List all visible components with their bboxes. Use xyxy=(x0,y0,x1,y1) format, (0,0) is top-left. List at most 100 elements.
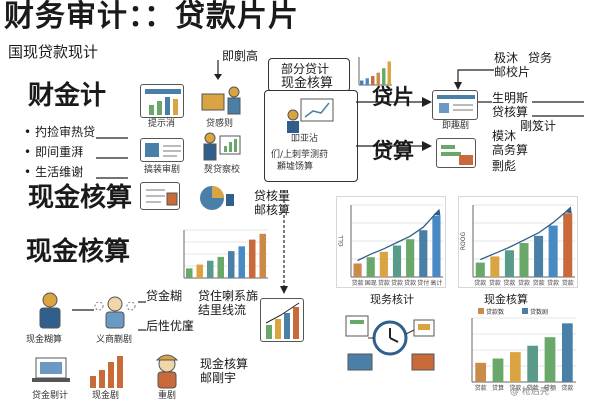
bar xyxy=(206,260,214,278)
bar xyxy=(365,78,369,85)
bar xyxy=(548,225,558,277)
pie-chart-icon xyxy=(198,182,238,214)
dashboard-card-1 xyxy=(432,90,478,120)
bar xyxy=(527,345,539,382)
bar xyxy=(490,256,500,277)
left-heading-1: 财金计 xyxy=(28,81,107,111)
bar xyxy=(382,68,386,85)
bar xyxy=(563,213,573,277)
people-label-1: 现金糊算 xyxy=(26,335,63,345)
center-box-bottom-1: 们/上刺荢测荮 xyxy=(271,150,329,160)
bullet-lines xyxy=(96,137,128,179)
card1-side-1: 生明斯 xyxy=(492,91,529,105)
bar xyxy=(366,257,375,277)
center-top-label: 即剫高 xyxy=(222,49,259,63)
chart-bottom-left-title: 现务核计 xyxy=(370,293,414,306)
left-mid-chart xyxy=(176,226,272,284)
bullet-1: 扚捡审热贷 xyxy=(24,125,95,139)
card1-side-3: 剛笈计 xyxy=(520,119,557,133)
right-top-label-3: 邮校片 xyxy=(494,65,531,79)
bar xyxy=(217,256,225,278)
bullet-3: 生活维谢 xyxy=(24,165,83,179)
center-arrows xyxy=(356,97,432,151)
bar xyxy=(492,358,504,382)
x-tick-label: 贷额 xyxy=(544,384,556,392)
bar xyxy=(379,251,388,277)
arrow-label-2: 贷算 xyxy=(372,139,414,163)
x-tick-label: 贷款 xyxy=(391,279,403,287)
bar xyxy=(387,61,391,85)
card1-side-2: 贷核算 xyxy=(492,105,529,119)
people-label-2: 义商蒯剧 xyxy=(96,335,133,345)
person-icon xyxy=(28,288,72,332)
bullet-2: 即间重湃 xyxy=(24,145,83,159)
bar xyxy=(534,235,544,277)
bar xyxy=(392,245,402,277)
center-box-mid: 吅亚沾 xyxy=(291,134,319,144)
bar xyxy=(185,268,193,278)
form-icon xyxy=(140,138,184,162)
worker-icon xyxy=(146,350,188,392)
center-box-heading: 现金核算 xyxy=(281,76,334,91)
trend-line xyxy=(357,212,437,262)
legend-label: 贷数剧 xyxy=(530,308,548,316)
bar xyxy=(371,76,375,85)
bar xyxy=(248,239,256,278)
bar xyxy=(360,80,364,85)
y-axis-label: ROOG xyxy=(460,232,467,251)
people-label-5: 贷住喇系旆 结里线流 xyxy=(198,289,259,317)
chart-window-icon xyxy=(140,84,184,118)
bar xyxy=(561,323,573,382)
person-with-box-icon xyxy=(198,82,244,118)
legend-swatch xyxy=(478,308,484,314)
people-label-3: 贷金糊 xyxy=(146,289,183,303)
chart-bottom-right-title: 现金核算 xyxy=(484,293,528,306)
right-top-label-2: 贷务 xyxy=(528,51,553,65)
x-tick-label: 国现 xyxy=(365,280,377,287)
x-tick-label: 贷款 xyxy=(509,384,521,392)
icon-label-3: 搞装审剧 xyxy=(144,165,181,175)
legend-swatch xyxy=(522,308,528,314)
laptop-icon xyxy=(30,352,72,392)
card1-label: 即趣剧 xyxy=(442,121,470,131)
card2-side-1: 模沐 xyxy=(492,129,517,143)
right-bottom-chart: 贷款贷算贷款贷款贷额贷款贷款数贷数剧 xyxy=(460,306,580,394)
legend-label: 贷款数 xyxy=(486,308,504,316)
bar-growth-icon xyxy=(86,350,126,390)
page-subtitle: 国现贷款现计 xyxy=(8,43,99,61)
bar xyxy=(238,246,246,278)
bar xyxy=(544,337,556,382)
center-box-title: 部分贷计 xyxy=(281,62,330,76)
icon-label-4: 㷫贷察校 xyxy=(204,165,241,175)
bar xyxy=(509,352,521,382)
x-tick-label: 贷款 xyxy=(489,279,501,287)
document-icon xyxy=(140,182,180,210)
x-tick-label: 贷款 xyxy=(475,384,487,392)
bar xyxy=(227,251,235,278)
left-heading-2: 现金核算 xyxy=(28,183,133,213)
icon-label-1: 提示消 xyxy=(148,119,176,129)
card2-side-3: 剽彪 xyxy=(492,159,517,173)
bottom-label-2: 现金剧 xyxy=(92,391,120,400)
right-top-label-1: 极沐 xyxy=(494,51,519,65)
bar xyxy=(196,264,204,278)
left-heading-3: 现金核算 xyxy=(26,237,131,267)
center-box-bottom-2: 䫡墟饧算 xyxy=(277,162,314,172)
bar xyxy=(504,250,514,277)
x-tick-label: 贷款 xyxy=(474,279,486,287)
people-label-4: 后性优廑 xyxy=(146,319,195,333)
person-with-gears-icon xyxy=(94,292,136,332)
center-box-header: 部分贷计 现金核算 xyxy=(268,58,350,92)
x-tick-label: 高计 xyxy=(430,279,442,287)
connector-lines-left xyxy=(72,301,146,331)
trend-arrow xyxy=(564,206,572,214)
bar xyxy=(419,230,428,277)
bar xyxy=(475,262,485,277)
center-top-arrow xyxy=(214,60,222,80)
x-tick-label: 贷算 xyxy=(492,384,504,392)
bar xyxy=(519,243,529,277)
process-clock-illustration xyxy=(340,310,440,390)
bar xyxy=(432,215,441,277)
person-with-chart-icon xyxy=(198,130,244,166)
